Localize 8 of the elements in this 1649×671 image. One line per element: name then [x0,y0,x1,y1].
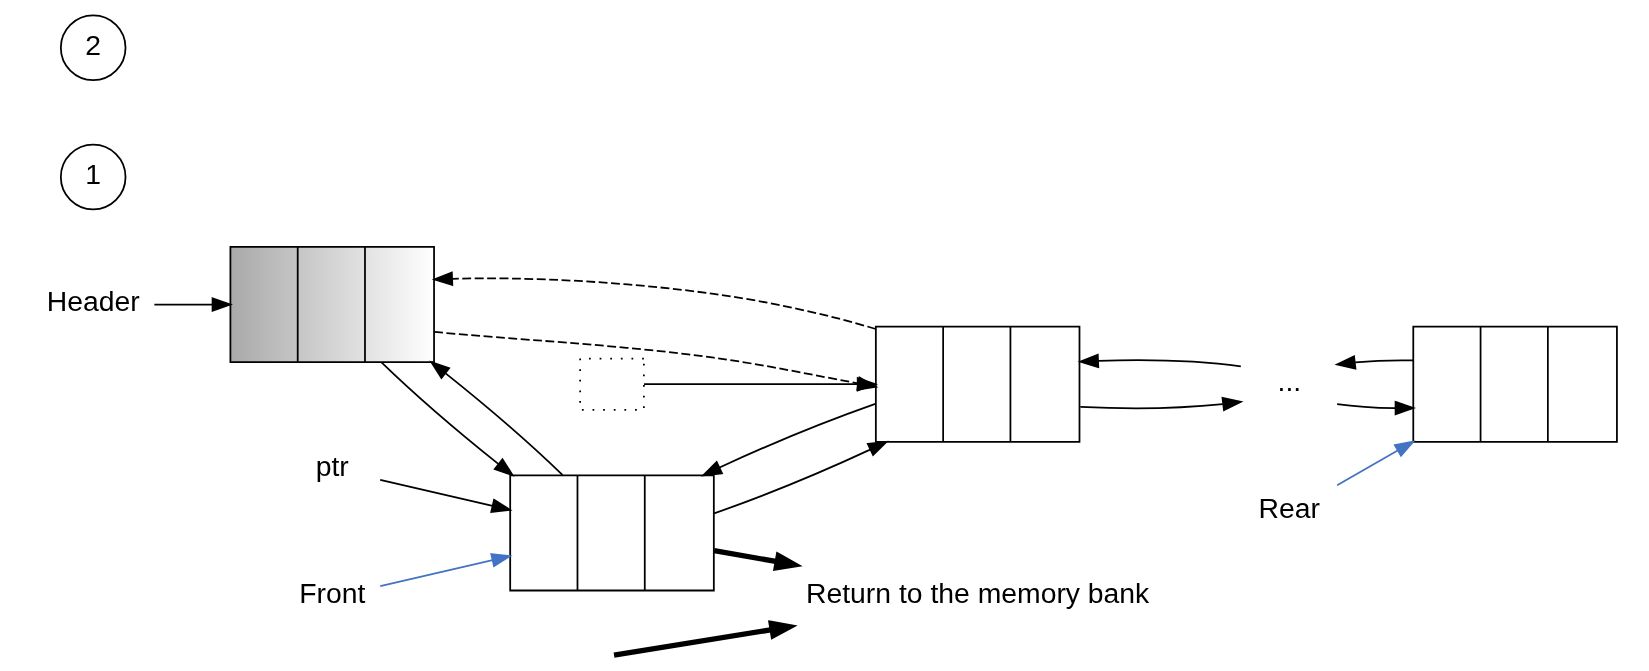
node-text: ... [1277,364,1302,397]
node-text: ptr [315,449,349,482]
label: 2 [85,28,102,61]
node-text: Return to the memory bank [806,577,1150,610]
node-text: Header [46,285,140,318]
node-text: Front [299,577,366,610]
node-text: Rear [1258,492,1321,525]
label: 1 [85,157,102,190]
